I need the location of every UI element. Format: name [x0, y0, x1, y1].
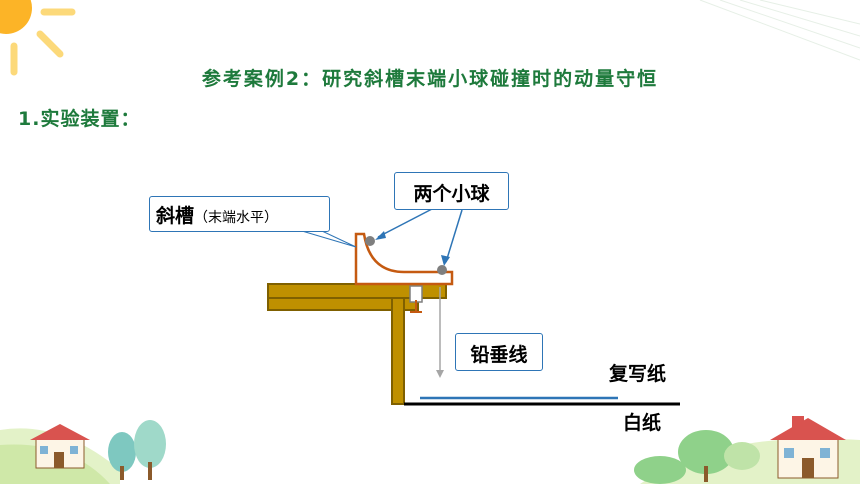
slide-title: 参考案例2：研究斜槽末端小球碰撞时的动量守恒 [201, 68, 659, 90]
section-heading: 1.实验装置： [18, 108, 141, 130]
tree-icon [634, 430, 760, 484]
carbon-paper-label: 复写纸 [609, 363, 667, 385]
house-icon [770, 416, 846, 479]
chute-label: 斜槽 [156, 205, 195, 227]
house-icon [30, 424, 90, 469]
sun-icon [0, 0, 76, 76]
callout-two-balls: 两个小球 [394, 172, 509, 210]
background-stripes [699, 0, 860, 61]
chute [354, 232, 454, 286]
tree-icon [108, 420, 166, 480]
table [267, 283, 447, 405]
ball-upper [365, 236, 375, 246]
plumb-line [436, 287, 444, 378]
plumb-line-label: 铅垂线 [470, 344, 528, 366]
callout-chute: 斜槽（末端水平） [149, 196, 330, 232]
callout-pointers [301, 208, 463, 266]
callout-plumb-line: 铅垂线 [455, 333, 543, 371]
white-paper-label: 白纸 [623, 412, 662, 434]
two-balls-label: 两个小球 [413, 183, 490, 205]
ball-lower [437, 265, 447, 275]
chute-note: （末端水平） [194, 210, 279, 226]
